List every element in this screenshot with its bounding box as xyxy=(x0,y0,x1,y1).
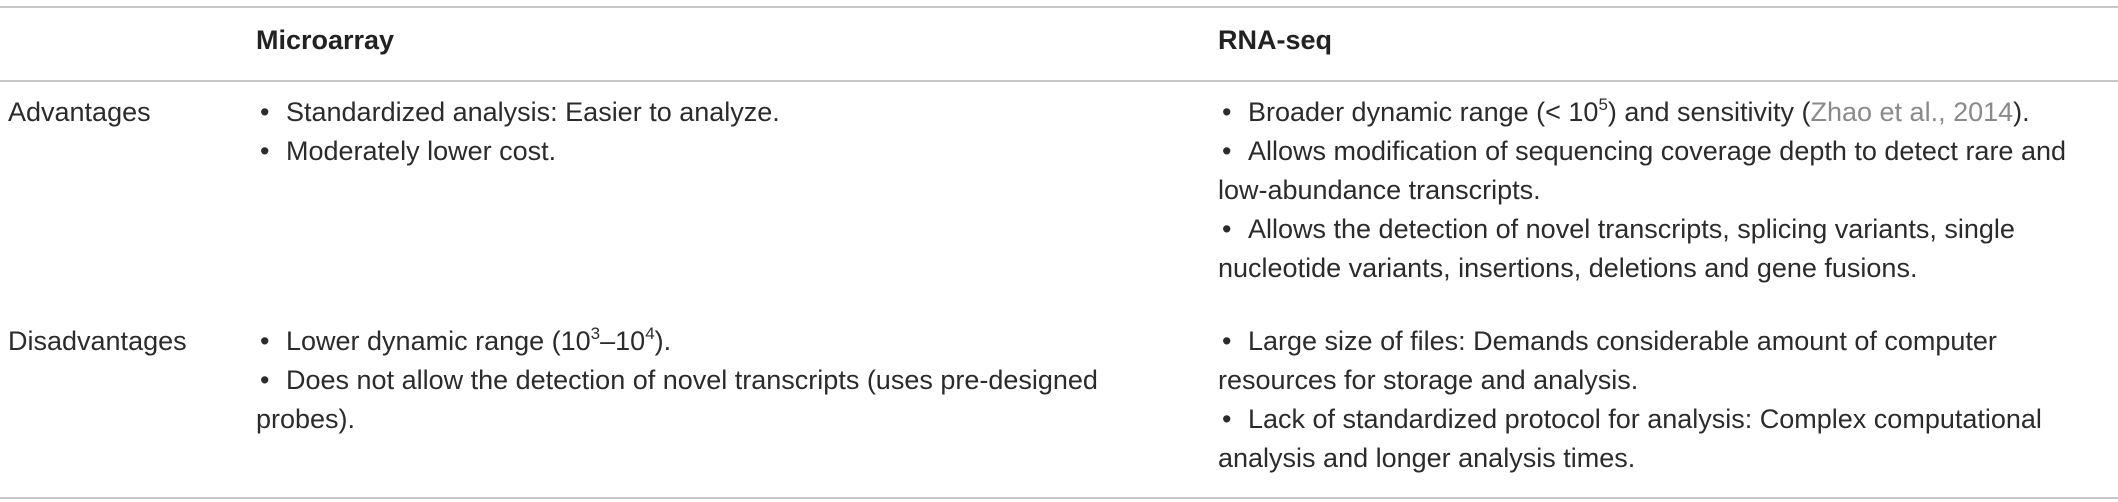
table-top-rule xyxy=(0,6,2118,8)
row-label-disadvantages: Disadvantages xyxy=(8,326,187,356)
disadvantages-microarray-cell: Lower dynamic range (103–104). Does not … xyxy=(256,322,1156,439)
advantages-rnaseq-cell: Broader dynamic range (< 105) and sensit… xyxy=(1218,93,2098,288)
column-header-microarray: Microarray xyxy=(256,25,395,55)
table-header-rule xyxy=(0,80,2118,82)
disadvantages-rnaseq-list: Large size of files: Demands considerabl… xyxy=(1218,322,2098,478)
advantages-microarray-cell: Standardized analysis: Easier to analyze… xyxy=(256,93,1156,171)
citation-link[interactable]: Zhao et al., 2014 xyxy=(1810,97,2014,127)
list-item: Does not allow the detection of novel tr… xyxy=(256,361,1156,439)
list-item: Lower dynamic range (103–104). xyxy=(256,322,1156,361)
list-item: Large size of files: Demands considerabl… xyxy=(1218,322,2098,400)
list-item: Broader dynamic range (< 105) and sensit… xyxy=(1218,93,2098,132)
advantages-rnaseq-list: Broader dynamic range (< 105) and sensit… xyxy=(1218,93,2098,288)
table-bottom-rule xyxy=(0,497,2118,499)
column-header-rnaseq: RNA-seq xyxy=(1218,25,1333,55)
disadvantages-microarray-list: Lower dynamic range (103–104). Does not … xyxy=(256,322,1156,439)
row-label-advantages: Advantages xyxy=(8,97,151,127)
list-item: Standardized analysis: Easier to analyze… xyxy=(256,93,1156,132)
list-item: Allows modification of sequencing covera… xyxy=(1218,132,2098,210)
list-item: Lack of standardized protocol for analys… xyxy=(1218,400,2098,478)
disadvantages-rnaseq-cell: Large size of files: Demands considerabl… xyxy=(1218,322,2098,478)
advantages-microarray-list: Standardized analysis: Easier to analyze… xyxy=(256,93,1156,171)
list-item: Allows the detection of novel transcript… xyxy=(1218,210,2098,288)
list-item: Moderately lower cost. xyxy=(256,132,1156,171)
